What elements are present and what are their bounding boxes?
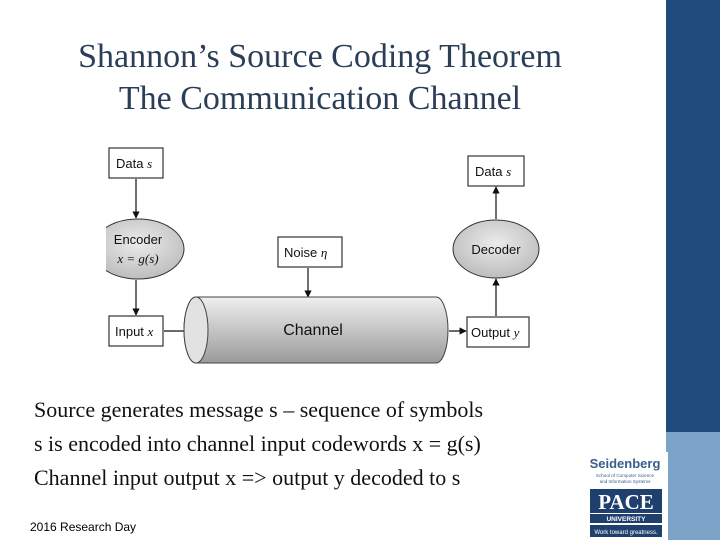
decoder-node: Decoder bbox=[452, 219, 540, 279]
output-label: Output bbox=[471, 325, 510, 340]
logo-seidenberg: Seidenberg bbox=[590, 456, 661, 471]
title-line-1: Shannon’s Source Coding Theorem bbox=[78, 38, 562, 75]
svg-text:Data s: Data s bbox=[116, 156, 152, 171]
input-var: x bbox=[147, 324, 154, 339]
svg-text:Data s: Data s bbox=[475, 164, 511, 179]
noise-node: Noise η bbox=[277, 236, 343, 268]
right-accent-bar-light bbox=[666, 432, 720, 540]
body-line-3: Channel input output x => output y decod… bbox=[34, 465, 461, 490]
output-var: y bbox=[512, 325, 520, 340]
logo-school-line1: School of Computer Science bbox=[596, 473, 655, 478]
svg-text:Noise η: Noise η bbox=[284, 245, 327, 260]
data-out-node: Data s bbox=[467, 155, 525, 187]
channel-label: Channel bbox=[283, 322, 343, 339]
logo-university: UNIVERSITY bbox=[606, 516, 646, 523]
input-node: Input x bbox=[108, 315, 164, 347]
slide-title: Shannon’s Source Coding Theorem The Comm… bbox=[0, 36, 640, 120]
logo-tagline: Work toward greatness. bbox=[594, 530, 658, 536]
noise-label: Noise bbox=[284, 245, 317, 260]
data-out-var: s bbox=[506, 164, 511, 179]
body-line-1: Source generates message s – sequence of… bbox=[34, 397, 484, 422]
logo-school-line2: and Information Systems bbox=[600, 479, 652, 484]
encoder-formula: x = g(s) bbox=[116, 251, 158, 266]
logo-pace: PACE bbox=[598, 490, 654, 514]
output-node: Output y bbox=[466, 316, 530, 348]
svg-text:Input x: Input x bbox=[115, 324, 154, 339]
body-line-2: s is encoded into channel input codeword… bbox=[34, 431, 481, 456]
data-in-label: Data bbox=[116, 156, 144, 171]
decoder-label: Decoder bbox=[471, 242, 521, 257]
encoder-node: Encoder x = g(s) bbox=[106, 218, 185, 280]
data-in-var: s bbox=[147, 156, 152, 171]
communication-channel-diagram: Data s Encoder x = g(s) Input x Noise η … bbox=[106, 147, 540, 364]
title-line-2: The Communication Channel bbox=[118, 80, 522, 117]
noise-var: η bbox=[321, 245, 327, 260]
footer-text: 2016 Research Day bbox=[30, 520, 137, 534]
body-text: Source generates message s – sequence of… bbox=[34, 393, 634, 495]
encoder-label: Encoder bbox=[114, 232, 163, 247]
pace-university-logo: Seidenberg School of Computer Science an… bbox=[582, 452, 668, 540]
input-label: Input bbox=[115, 324, 144, 339]
data-out-label: Data bbox=[475, 164, 503, 179]
channel-node: Channel bbox=[183, 296, 449, 364]
data-in-node: Data s bbox=[108, 147, 164, 179]
svg-text:Output y: Output y bbox=[471, 325, 520, 340]
